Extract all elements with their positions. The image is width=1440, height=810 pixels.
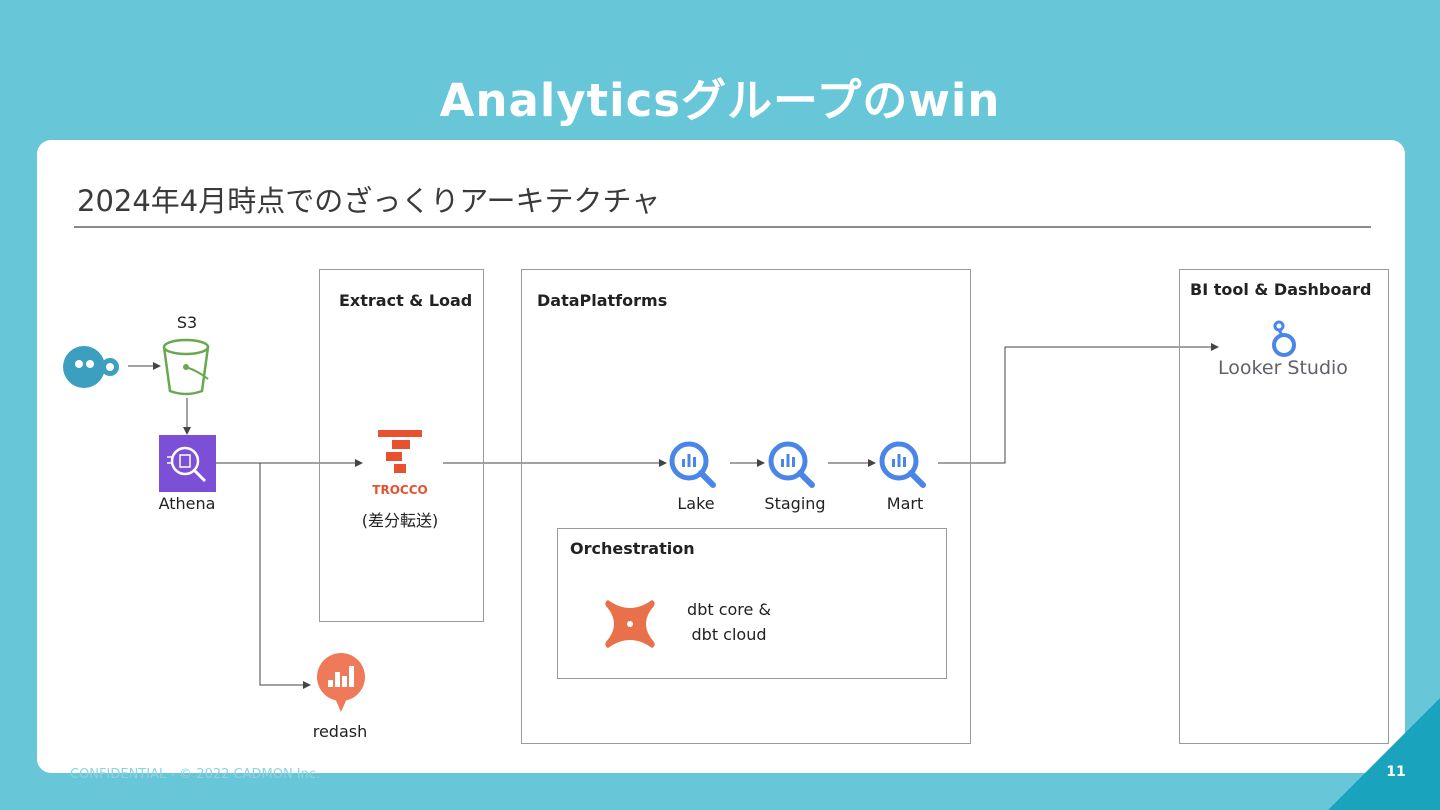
data-platforms-box: [521, 269, 971, 744]
arrow-athena-to-redash: [259, 463, 311, 689]
page-number: 11: [1386, 764, 1406, 780]
orchestration-box: [557, 528, 947, 679]
athena-label: Athena: [158, 494, 216, 513]
subtitle: 2024年4月時点でのざっくりアーキテクチャ: [77, 184, 661, 218]
bigquery-mart-icon: [878, 440, 934, 488]
lake-label: Lake: [677, 494, 715, 513]
content-card: 2024年4月時点でのざっくりアーキテクチャ: [37, 140, 1405, 773]
slide-title: Analyticsグループのwin: [439, 74, 1001, 127]
staging-label: Staging: [764, 494, 826, 513]
dbt-label-line2: dbt cloud: [691, 625, 767, 644]
trocco-logo-icon: [376, 430, 424, 476]
bigquery-staging-icon: [767, 440, 823, 488]
dbt-logo-icon: [602, 596, 658, 652]
confidential-footer: CONFIDENTIAL - © 2022 CADMON Inc.: [70, 767, 321, 782]
redash-label: redash: [312, 722, 368, 741]
looker-studio-label: Looker Studio: [1218, 357, 1348, 379]
looker-studio-icon: [1268, 320, 1298, 358]
athena-icon: [159, 435, 216, 492]
redash-icon: [314, 652, 368, 716]
extract-load-title: Extract & Load: [339, 291, 473, 310]
bi-tool-title: BI tool & Dashboard: [1190, 280, 1372, 299]
corner-accent: [1328, 698, 1440, 810]
trocco-note: (差分転送): [361, 511, 439, 530]
data-platforms-title: DataPlatforms: [537, 291, 668, 310]
arrow-mart-to-looker: [938, 343, 1219, 464]
cadmon-logo-icon: [62, 344, 124, 390]
bi-tool-box: [1179, 269, 1389, 744]
bigquery-lake-icon: [668, 440, 724, 488]
extract-load-box: [319, 269, 484, 622]
mart-label: Mart: [886, 494, 924, 513]
s3-bucket-icon: [162, 337, 212, 397]
subtitle-divider: [74, 226, 1371, 228]
trocco-logo-text: TROCCO: [372, 483, 428, 497]
dbt-label-line1: dbt core &: [687, 600, 771, 619]
s3-label: S3: [176, 313, 198, 332]
orchestration-title: Orchestration: [570, 539, 695, 558]
